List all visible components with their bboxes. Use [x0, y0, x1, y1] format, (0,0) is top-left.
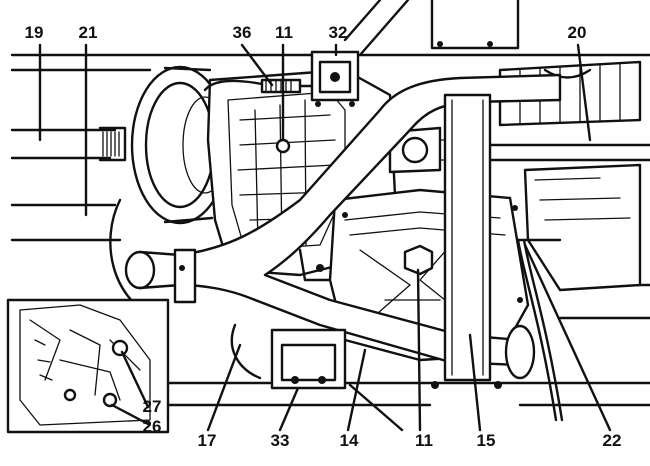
callout-20: 20	[567, 23, 587, 42]
mount-32	[310, 50, 360, 107]
callout-36: 36	[232, 23, 252, 42]
rear-housing	[516, 163, 642, 292]
callout-19: 19	[24, 23, 44, 42]
shift-cable	[203, 78, 320, 94]
upper-bracket	[430, 0, 520, 50]
propeller-shaft	[98, 126, 127, 162]
callout-14: 14	[339, 431, 359, 450]
coupling-disc	[130, 65, 230, 225]
inset-detail	[6, 298, 170, 434]
callout-11-top: 11	[275, 23, 293, 42]
callout-26: 26	[142, 417, 162, 436]
vertical-tube	[431, 93, 502, 389]
callout-21: 21	[78, 23, 98, 42]
callout-32: 32	[328, 23, 348, 42]
callout-17: 17	[197, 431, 217, 450]
leader-lines	[38, 43, 612, 432]
callout-22: 22	[602, 431, 622, 450]
callout-15: 15	[476, 431, 496, 450]
callout-11-bottom: 11	[415, 431, 433, 450]
crossmember-tube	[124, 73, 562, 380]
callout-33: 33	[270, 431, 290, 450]
callout-27: 27	[142, 397, 162, 416]
mount-33	[270, 328, 347, 390]
